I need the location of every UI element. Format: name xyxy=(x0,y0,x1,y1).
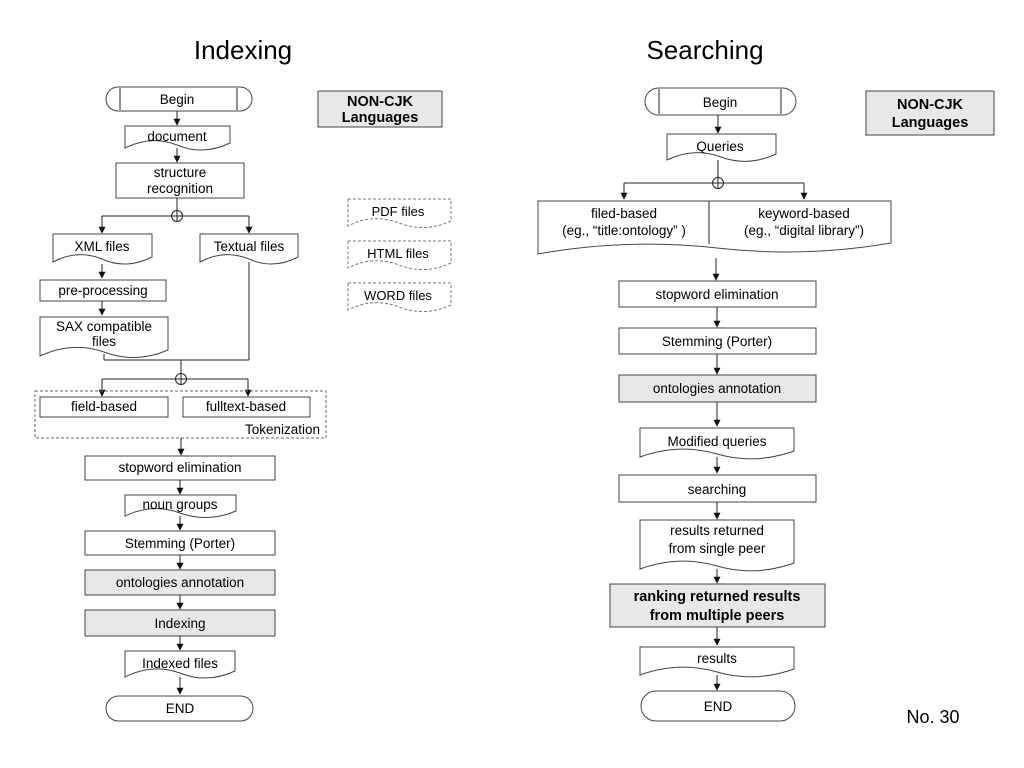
indexing-ontologies-label: ontologies annotation xyxy=(116,575,244,590)
indexing-indexing-node: Indexing xyxy=(84,609,276,637)
indexing-split-connector-2 xyxy=(175,373,187,385)
searching-results-single-line1: results returned xyxy=(670,523,764,538)
searching-keyword-based-line2: (eg., “digital library”) xyxy=(744,223,864,238)
indexing-sax-line2: files xyxy=(92,334,116,349)
indexing-structure-line1: structure xyxy=(154,165,207,180)
searching-non-cjk-box: NON-CJK Languages xyxy=(865,90,995,136)
searching-stemming-label: Stemming (Porter) xyxy=(662,334,772,349)
indexing-textual-files-node: Textual files xyxy=(199,233,299,265)
indexing-non-cjk-box: NON-CJK Languages xyxy=(317,90,443,128)
html-files-label: HTML files xyxy=(367,246,429,261)
searching-begin-terminator: Begin xyxy=(644,87,797,116)
indexing-pre-processing-label: pre-processing xyxy=(58,283,147,298)
indexing-begin-label: Begin xyxy=(160,92,195,107)
searching-non-cjk-line1: NON-CJK xyxy=(897,97,964,113)
pdf-files-node: PDF files xyxy=(347,198,452,228)
pdf-files-label: PDF files xyxy=(372,204,425,219)
indexing-end-label: END xyxy=(166,701,195,716)
indexing-xml-files-label: XML files xyxy=(74,239,129,254)
searching-modified-queries-node: Modified queries xyxy=(639,427,795,460)
indexing-end-terminator: END xyxy=(105,695,254,722)
indexing-noun-groups-node: noun groups xyxy=(124,494,237,518)
indexing-indexed-files-label: Indexed files xyxy=(142,656,218,671)
word-files-label: WORD files xyxy=(364,288,432,303)
searching-ranking-line2: from multiple peers xyxy=(650,608,785,624)
searching-searching-node: searching xyxy=(618,474,817,503)
searching-stopword-node: stopword elimination xyxy=(618,280,817,308)
indexing-pre-processing-node: pre-processing xyxy=(39,279,167,302)
indexing-sax-line1: SAX compatible xyxy=(56,319,152,334)
searching-ranking-line1: ranking returned results xyxy=(634,589,801,605)
indexing-textual-files-label: Textual files xyxy=(214,239,285,254)
searching-queries-node: Queries xyxy=(666,133,777,162)
indexing-non-cjk-line2: Languages xyxy=(342,110,419,126)
indexing-indexing-label: Indexing xyxy=(154,616,205,631)
indexing-stemming-node: Stemming (Porter) xyxy=(84,530,276,556)
html-files-node: HTML files xyxy=(347,240,452,270)
indexing-non-cjk-line1: NON-CJK xyxy=(347,94,414,110)
indexing-field-based-label: field-based xyxy=(71,399,137,414)
indexing-noun-groups-label: noun groups xyxy=(142,497,217,512)
searching-keyword-based-line1: keyword-based xyxy=(758,206,850,221)
searching-searching-label: searching xyxy=(688,482,747,497)
searching-results-label: results xyxy=(697,651,737,666)
searching-begin-label: Begin xyxy=(703,95,738,110)
indexing-stopword-node: stopword elimination xyxy=(84,455,276,481)
searching-end-label: END xyxy=(704,699,733,714)
searching-filed-based-line1: filed-based xyxy=(591,206,657,221)
searching-non-cjk-line2: Languages xyxy=(892,115,969,131)
indexing-structure-line2: recognition xyxy=(147,181,213,196)
indexing-sax-files-node: SAX compatible files xyxy=(39,316,169,359)
indexing-tokenization-group: field-based fulltext-based Tokenization xyxy=(34,390,327,439)
indexing-begin-terminator: Begin xyxy=(105,86,253,112)
searching-split-connector xyxy=(712,177,724,189)
indexing-ontologies-node: ontologies annotation xyxy=(84,569,276,596)
searching-ontologies-label: ontologies annotation xyxy=(653,381,781,396)
searching-query-types-node: filed-based (eg., “title:ontology” ) key… xyxy=(537,200,892,255)
searching-ranking-node: ranking returned results from multiple p… xyxy=(609,583,826,628)
indexing-xml-files-node: XML files xyxy=(52,233,153,265)
indexing-indexed-files-node: Indexed files xyxy=(124,650,236,679)
searching-stopword-label: stopword elimination xyxy=(655,287,778,302)
searching-results-node: results xyxy=(639,646,795,678)
word-files-node: WORD files xyxy=(347,282,452,312)
searching-queries-label: Queries xyxy=(696,139,744,154)
indexing-structure-recognition-node: structure recognition xyxy=(115,162,245,199)
searching-ontologies-node: ontologies annotation xyxy=(618,374,817,403)
indexing-fulltext-based-label: fulltext-based xyxy=(206,399,286,414)
page-number: No. 30 xyxy=(906,707,959,727)
indexing-title: Indexing xyxy=(194,35,292,65)
indexing-tokenization-label: Tokenization xyxy=(245,422,320,437)
searching-modified-queries-label: Modified queries xyxy=(667,434,766,449)
searching-end-terminator: END xyxy=(640,690,796,722)
indexing-stopword-label: stopword elimination xyxy=(118,460,241,475)
searching-stemming-node: Stemming (Porter) xyxy=(618,327,817,355)
searching-results-single-line2: from single peer xyxy=(669,541,766,556)
indexing-stemming-label: Stemming (Porter) xyxy=(125,536,235,551)
searching-filed-based-line2: (eg., “title:ontology” ) xyxy=(562,223,686,238)
searching-title: Searching xyxy=(646,35,763,65)
indexing-split-connector-1 xyxy=(171,210,183,222)
indexing-document-node: document xyxy=(124,125,231,151)
indexing-document-label: document xyxy=(147,129,207,144)
searching-results-single-node: results returned from single peer xyxy=(639,519,795,572)
